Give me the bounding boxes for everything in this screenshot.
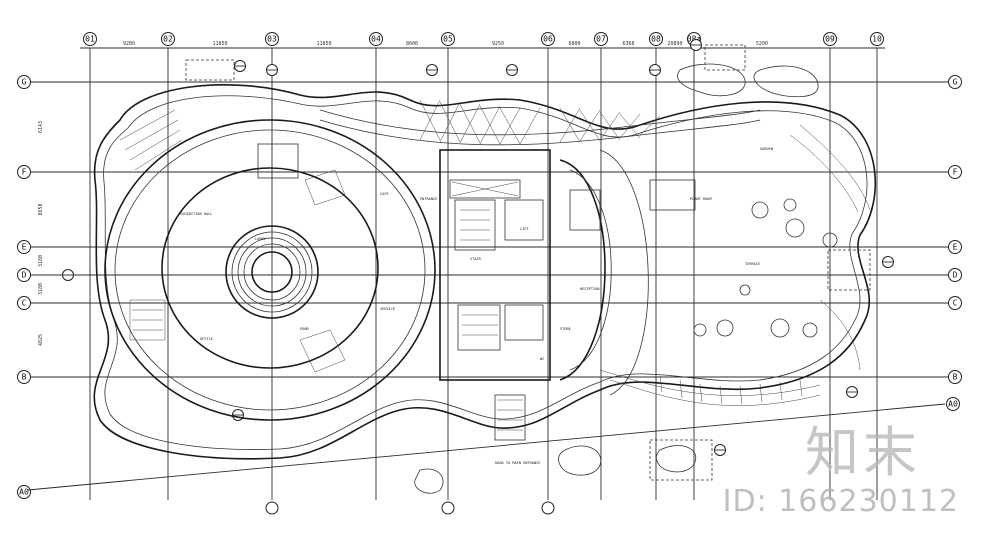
dimension-label: 9250: [492, 41, 504, 47]
grid-bubble-row-right: [948, 268, 962, 282]
grid-label-col: 09: [825, 35, 835, 44]
dimension-label: 20890: [667, 41, 682, 47]
dimension-label: 8600: [406, 41, 418, 47]
room-label: CAFE: [380, 192, 389, 196]
watermark-logo: 知末: [805, 421, 921, 484]
grid-bubble-row-right: [948, 370, 962, 384]
grid-bubble-col: [541, 32, 555, 46]
grid-bubble-col-bottom: [265, 501, 279, 515]
room-label: ENTRANCE: [420, 197, 437, 201]
grid-bubble-row-right: [948, 75, 962, 89]
room-label: EXHIBITION HALL: [180, 212, 212, 216]
dimension-label: 6368: [622, 41, 634, 47]
grid-label-row: G: [22, 78, 27, 87]
room-label: OFFICE: [200, 337, 213, 341]
grid-label-row: G: [953, 78, 958, 87]
grid-label-row: C: [22, 299, 27, 308]
grid-label-row: B: [953, 373, 958, 382]
grid-bubble-row-left: [17, 370, 31, 384]
grid-label-diagonal: A0: [948, 400, 958, 409]
grid-bubble-row-left: [17, 240, 31, 254]
room-label: STAIR: [470, 257, 482, 261]
room-label: SERVICE: [380, 307, 395, 311]
garden-features: [185, 44, 871, 494]
grid-bubble-row-left: [17, 75, 31, 89]
building-outline: [93, 84, 877, 460]
grid-label-col: 08a: [687, 35, 702, 44]
room-label: GARDEN: [760, 147, 773, 151]
grid-label-diagonal: A0: [19, 488, 29, 497]
grid-label-col: 01: [85, 35, 95, 44]
grid-label-row: C: [953, 299, 958, 308]
row-dimension-label: 4825: [38, 334, 44, 346]
service-core: [439, 149, 551, 441]
room-label: WC: [540, 357, 544, 361]
grid-bubble-col: [870, 32, 884, 46]
dimension-label: 9280: [123, 41, 135, 47]
grid-label-col: 06: [543, 35, 553, 44]
grid-label-col: 08: [651, 35, 661, 44]
row-dimension-label: 6143: [38, 121, 44, 133]
room-label: POND: [300, 327, 309, 331]
grid-label-row: B: [22, 373, 27, 382]
grid-bubble-row-left: [17, 296, 31, 310]
grid-bubble-row-right: [948, 165, 962, 179]
row-dimension-label: 3180: [38, 255, 44, 267]
grid-bubble-col: [265, 32, 279, 46]
grid-label-col: 10: [872, 35, 882, 44]
circular-hall: [104, 119, 436, 421]
row-dimension-label: 8650: [38, 203, 44, 215]
grid-bubble-col: [369, 32, 383, 46]
grid-label-col: 03: [267, 35, 277, 44]
room-label: RECEPTION: [580, 287, 599, 291]
grid-label-row: D: [22, 271, 27, 280]
room-label: PLANT ROOM: [690, 197, 712, 201]
grid-bubble-col-bottom: [441, 501, 455, 515]
room-label: LIFT: [520, 227, 529, 231]
dimension-label: 11850: [212, 41, 227, 47]
spiral-stairs: [119, 109, 871, 373]
grid-label-row: E: [22, 243, 27, 252]
grid-bubble-row-right: [948, 296, 962, 310]
grid-label-col: 07: [596, 35, 606, 44]
grid-label-row: F: [953, 168, 958, 177]
grid-bubble-col: [441, 32, 455, 46]
grid-bubble-col: [823, 32, 837, 46]
grid-bubble-diagonal: [17, 485, 31, 499]
grid-bubble-row-left: [17, 165, 31, 179]
bottom-note: ROAD TO MAIN ENTRANCE: [495, 461, 540, 465]
east-wing: [559, 149, 696, 396]
room-label: LOBBY: [255, 237, 267, 241]
watermark-id: ID: 166230112: [722, 484, 959, 519]
dimension-label: 5200: [756, 41, 768, 47]
site-boundary: [27, 403, 946, 491]
room-label: TERRACE: [745, 262, 760, 266]
grid-bubble-col-bottom: [541, 501, 555, 515]
grid-label-col: 04: [371, 35, 381, 44]
grid-label-row: D: [953, 271, 958, 280]
room-label: STORE: [560, 327, 571, 331]
grid-label-col: 02: [163, 35, 173, 44]
grid-bubble-row-left: [17, 268, 31, 282]
dimension-label: 11850: [316, 41, 331, 47]
grid-label-row: E: [953, 243, 958, 252]
structural-grid: 01 02 03 04 05 06 07 08 08a 09 10 9280 11850 11850 860…: [17, 32, 962, 515]
row-dimension-label: 3180: [38, 283, 44, 295]
grid-label-row: F: [22, 168, 27, 177]
lattice-canopy: [319, 99, 821, 406]
grid-bubble-col: [594, 32, 608, 46]
grid-bubble-diagonal: [946, 397, 960, 411]
grid-bubble-row-right: [948, 240, 962, 254]
grid-bubble-col: [83, 32, 97, 46]
room-labels: LOBBY EXHIBITION HALL CAFE RECEPTION STAIR LI…: [180, 147, 773, 361]
dimension-label: 6800: [568, 41, 580, 47]
grid-label-col: 05: [443, 35, 453, 44]
grid-bubble-col: [161, 32, 175, 46]
grid-bubble-col: [649, 32, 663, 46]
